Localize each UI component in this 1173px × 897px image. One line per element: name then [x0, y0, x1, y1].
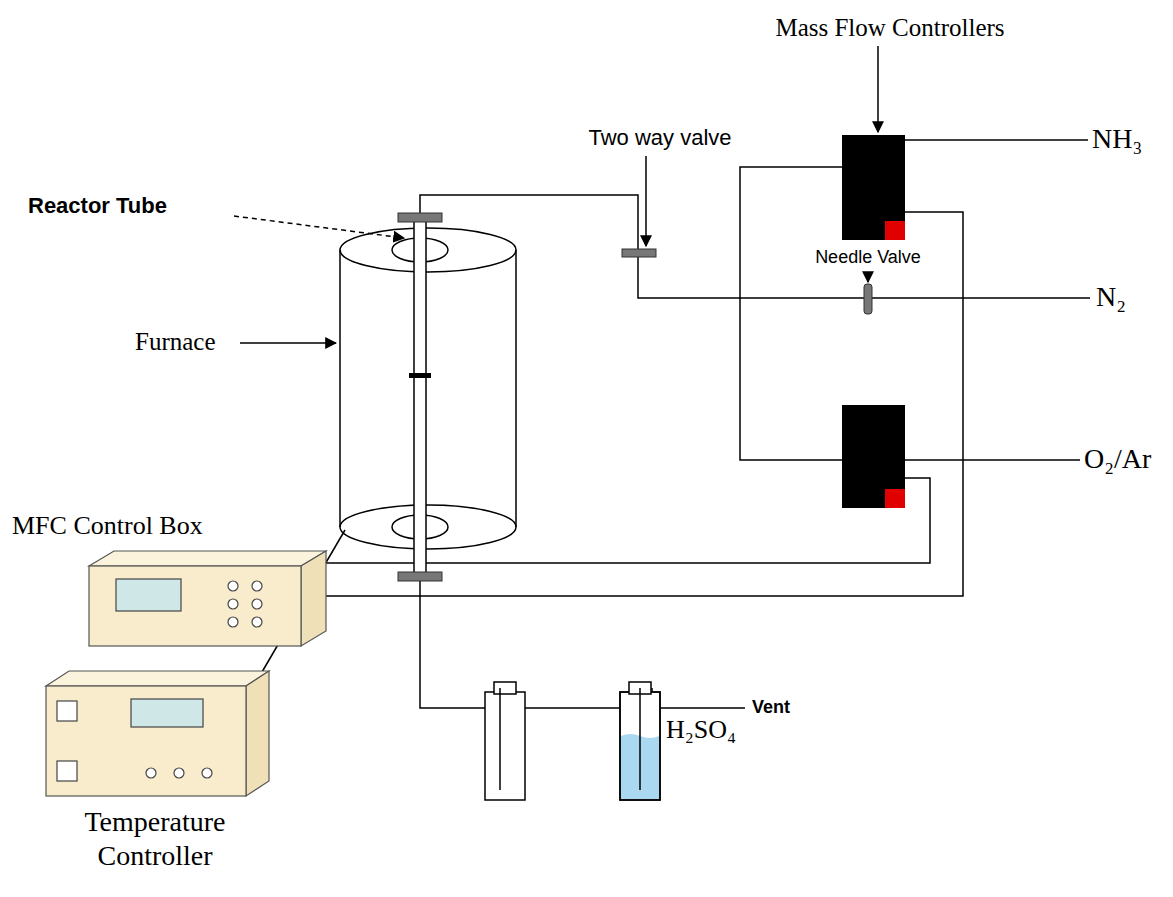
control-box-outline	[88, 550, 327, 647]
tube-cap	[398, 572, 442, 581]
gas-line	[905, 459, 1080, 461]
part-label: Needle Valve	[815, 248, 921, 268]
vent-label: Vent	[752, 698, 790, 718]
part-label: Furnace	[135, 328, 216, 356]
mass-flow-controller	[842, 405, 905, 508]
gas-line	[905, 139, 1088, 141]
leader-arrow	[877, 46, 879, 132]
gas-line	[740, 167, 842, 460]
acid-bottle	[620, 682, 660, 800]
box-heading: Temperature Controller	[40, 805, 270, 872]
reagent-label: H₂SO₄	[666, 716, 736, 745]
needle-valve	[864, 284, 872, 314]
part-label: Reactor Tube	[28, 194, 167, 218]
gas-name: NH₃	[1092, 124, 1142, 155]
part-label: Mass Flow Controllers	[775, 14, 1004, 42]
tube-cap	[398, 213, 442, 222]
sample	[409, 373, 431, 378]
mass-flow-controller	[842, 135, 905, 240]
mfc-indicator	[885, 489, 905, 508]
reactor-tube	[414, 218, 426, 575]
trap-bottle	[485, 682, 525, 800]
leader-arrow	[240, 342, 336, 344]
controller-box-outline	[45, 670, 270, 797]
leader-arrow	[234, 216, 404, 238]
exhaust-line	[652, 688, 745, 708]
gas-name: N₂	[1096, 282, 1126, 313]
box-heading: MFC Control Box	[12, 510, 203, 541]
controller-box: Temperature Controller	[40, 665, 270, 873]
furnace	[340, 228, 516, 549]
mfc-indicator	[885, 221, 905, 240]
part-label: Two way valve	[588, 126, 731, 150]
control-box: MFC Control Box	[12, 510, 327, 647]
leader-arrow	[645, 156, 647, 246]
gas-name: O₂/Ar	[1084, 444, 1151, 475]
leader-arrow	[867, 272, 869, 282]
control-wire	[325, 212, 963, 596]
gas-line	[420, 195, 638, 250]
two-way-valve	[622, 249, 656, 257]
